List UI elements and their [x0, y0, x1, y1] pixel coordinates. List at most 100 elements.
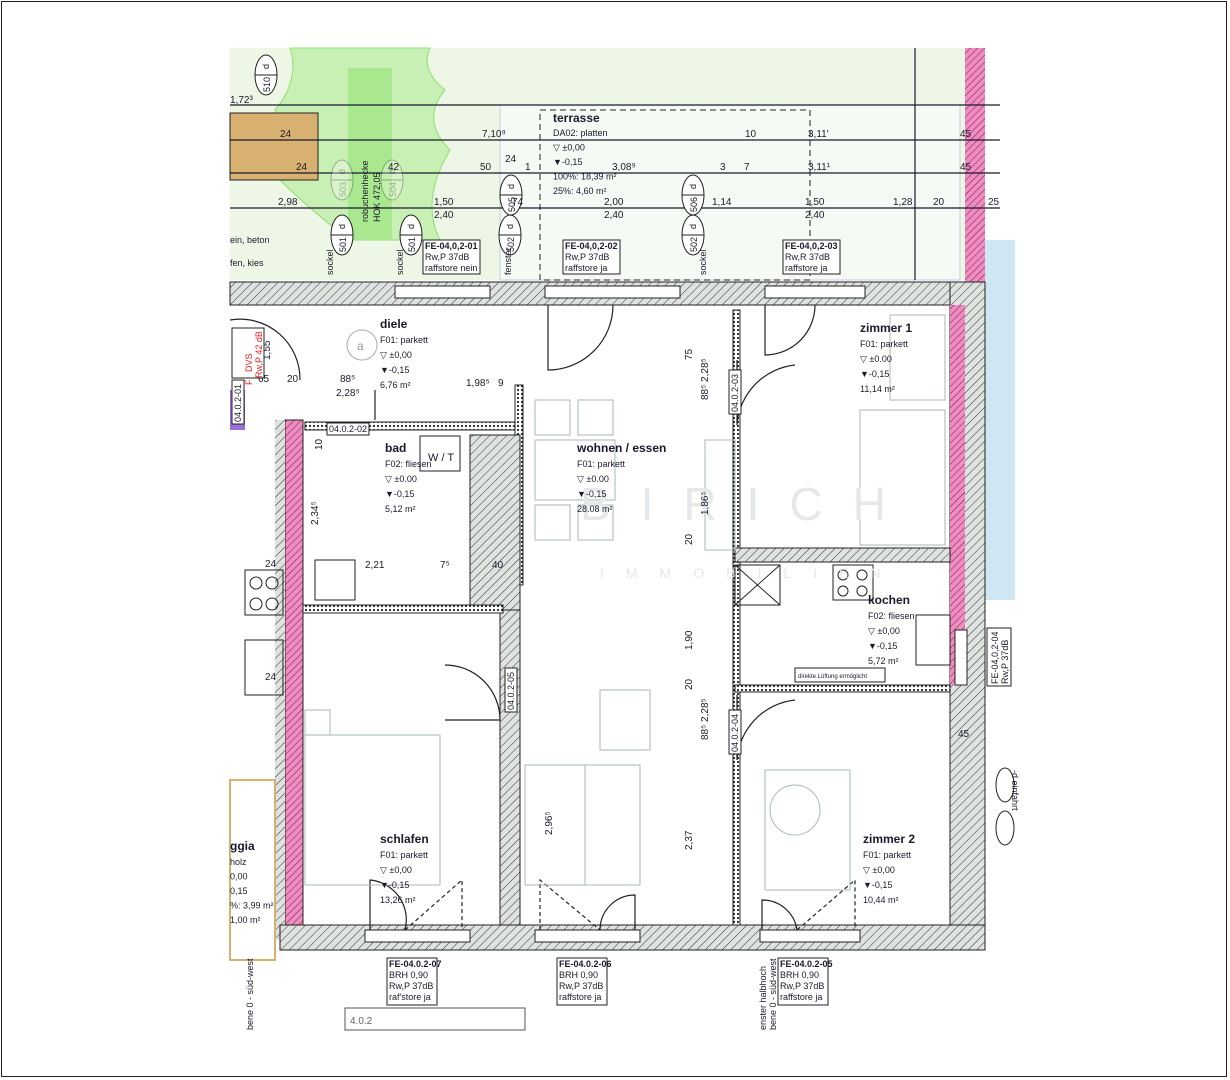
dimension-label: 10 — [314, 438, 325, 450]
room-level-raw: ▼-0,15 — [868, 641, 897, 651]
detail-marker: d 501 — [330, 214, 354, 256]
room-level-raw: ▼-0,15 — [863, 880, 892, 890]
room-name: diele — [380, 317, 408, 331]
watermark-top: BIRICH — [580, 478, 916, 530]
dimension-label: 45 — [960, 162, 972, 173]
marker-letter: d — [337, 224, 347, 229]
window-spec: Rw,P 37dB — [780, 981, 824, 991]
room-level-bottom: ▼-0,15 — [553, 157, 582, 167]
dimension-label: 2,40 — [434, 210, 454, 221]
detail-marker — [995, 810, 1015, 846]
marker-number: 501 — [407, 237, 417, 252]
room-name: ggia — [230, 839, 255, 853]
window-spec: Rw,R 37dB — [785, 252, 830, 262]
window-spec: Rw,P 37dB — [425, 252, 469, 262]
plan-number-box — [344, 1007, 526, 1031]
marker-number: 502 — [689, 237, 699, 252]
glass-facade — [985, 240, 1015, 600]
f-label: F — [244, 379, 254, 385]
room-floor: F01: parkett — [380, 850, 429, 860]
door-tag: 04.0.2-02 — [326, 422, 370, 436]
room-level-finished: ▽ ±0,00 — [863, 865, 895, 875]
room-area: 11,14 m² — [860, 384, 895, 394]
dimension-label: 45 — [960, 129, 972, 140]
room-level-bottom: 0,15 — [230, 886, 248, 896]
dimension-label: 24 — [296, 162, 308, 173]
door-id: 04.0.2-03 — [730, 374, 740, 412]
dimension-label: 24 — [505, 154, 517, 165]
window-id: FE-04,0,2-01 — [425, 241, 478, 251]
dimension-label: 88⁵ 2,28⁵ — [700, 358, 711, 400]
room-area-25: 1,00 m² — [230, 915, 261, 925]
dimension-label: 40 — [492, 560, 504, 571]
rw-label: Rw,P 42 dB — [254, 331, 264, 378]
dimension-label: 1,50 — [434, 197, 454, 208]
dimension-label: 2,28⁵ — [336, 388, 360, 399]
marker-letter: d — [406, 224, 416, 229]
window-spec: BRH 0,90 — [559, 970, 598, 980]
marker-letter: d — [505, 224, 515, 229]
window-spec: raffstore ja — [565, 263, 607, 273]
window-spec: Rw,P 37dB — [389, 981, 433, 991]
room-area-25: 25%: 4,60 m² — [553, 186, 607, 196]
door-swings — [229, 304, 856, 931]
window-openings — [364, 285, 968, 943]
window-id: FE-04.0.2-05 — [780, 959, 833, 969]
room-level-raw: ▼-0,15 — [380, 880, 409, 890]
room-floor: DA02: platten — [553, 128, 608, 138]
dimension-label: 3,08⁹ — [612, 162, 636, 173]
facade-label: bene 0 - süd-west — [245, 958, 255, 1030]
door-tag: 04.0.2-01 — [231, 379, 245, 425]
hedge — [348, 68, 392, 240]
detail-marker: d 501 — [399, 214, 423, 256]
room-level-finished: ▽ ±0.00 — [577, 474, 609, 484]
dimension-label: 1,72³ — [230, 95, 253, 106]
room-area: 5,12 m² — [385, 504, 416, 514]
dimension-label: 88⁵ — [340, 374, 355, 385]
dimension-label: 3,11¹ — [808, 162, 831, 173]
window-spec: Rw,P 37dB — [559, 981, 603, 991]
room-floor: F02: fliesen — [868, 611, 915, 621]
window-id: FE-04.0.2-07 — [389, 959, 442, 969]
room-floor: holz — [230, 857, 247, 867]
dimension-label: 2,40 — [604, 210, 624, 221]
dimension-label: 45 — [958, 729, 970, 740]
dimension-label: 88⁵ 2,28⁵ — [700, 698, 711, 740]
fixtures — [229, 435, 951, 961]
dimension-label: 20 — [684, 678, 695, 690]
plan-number: 4.0.2 — [350, 1016, 373, 1027]
room-level-finished: ▽ ±0.00 — [385, 474, 417, 484]
room-level-raw: ▼-0,15 — [380, 365, 409, 375]
fenster-label: fenster — [503, 247, 513, 275]
detail-marker — [995, 767, 1015, 803]
dimension-label: 2,21 — [365, 560, 385, 571]
dimension-label: 3,11' — [808, 129, 829, 140]
dvs-label: DVS — [244, 353, 254, 372]
dimension-label: 25 — [988, 197, 1000, 208]
dimension-label: 24 — [265, 672, 277, 683]
dimension-label: 1 — [525, 162, 531, 173]
marker-letter: d — [688, 184, 698, 189]
dimension-label: 42 — [388, 162, 400, 173]
room-level-top: 0,00 — [230, 872, 248, 882]
window-id: FE-04,0,2-03 — [785, 241, 838, 251]
dimension-label: 7 — [744, 162, 750, 173]
marker-number: 501 — [338, 237, 348, 252]
door-tag-entry — [231, 327, 265, 379]
room-name: terrasse — [553, 111, 600, 125]
dimension-label: 20 — [684, 533, 695, 545]
dimension-label: 3 — [720, 162, 726, 173]
window-spec: raf'store ja — [389, 992, 431, 1002]
dimension-label: 75 — [684, 348, 695, 360]
window-spec: Rw,P 37dB — [1000, 640, 1010, 684]
dimension-label: 1,98⁵ — [466, 378, 490, 389]
